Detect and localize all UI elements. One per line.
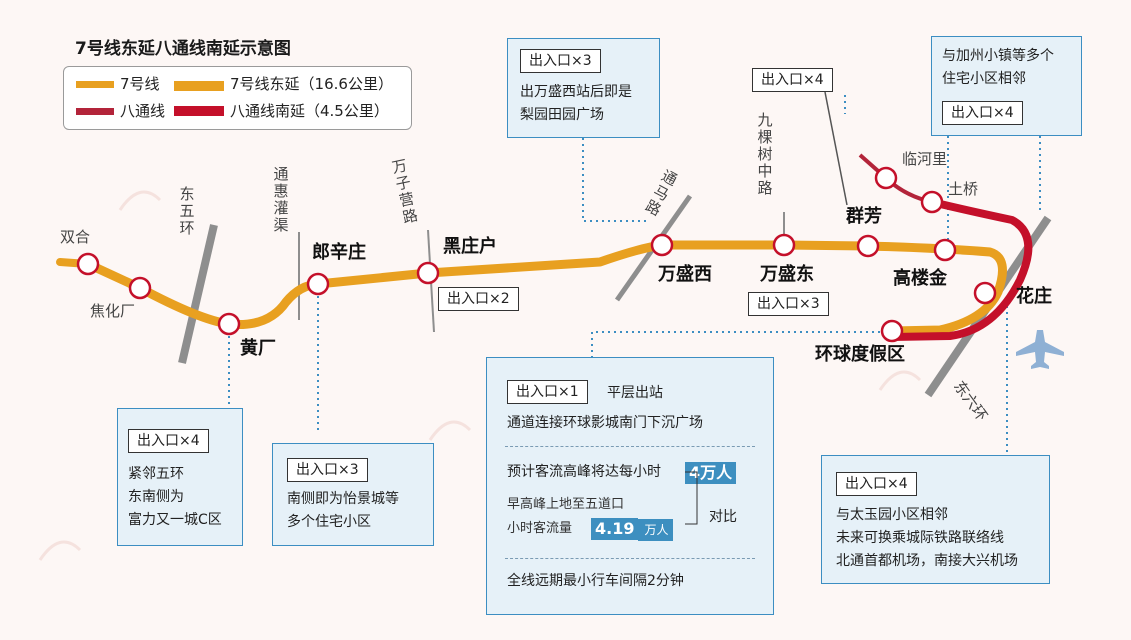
info-text-huanqiu-connection: 通道连接环球影城南门下沉广场 — [507, 415, 703, 431]
station-dot-heizhuanghu — [416, 261, 440, 285]
exit-tag-wanshengdong: 出入口×3 — [748, 292, 829, 316]
separator-1 — [505, 446, 755, 447]
station-dot-qunfang — [856, 234, 880, 258]
station-label-qunfang: 群芳 — [846, 206, 882, 227]
station-dot-jiaohuachang — [128, 276, 152, 300]
station-dot-wanshengdong — [772, 233, 796, 257]
exit-count-langxinzhuang: 出入口×3 — [287, 458, 368, 482]
info-text-langxinzhuang-2: 多个住宅小区 — [287, 514, 371, 530]
map-title: 7号线东延八通线南延示意图 — [75, 39, 291, 59]
legend-label-batong: 八通线 — [120, 102, 166, 120]
station-label-wanshengdong: 万盛东 — [760, 264, 814, 285]
compare-tag: 对比 — [709, 509, 737, 525]
batong-extension — [891, 198, 1033, 341]
exit-count-huanqiu: 出入口×1 — [507, 380, 588, 404]
station-dot-tuqiao — [920, 190, 944, 214]
legend-label-line7-ext: 7号线东延（16.6公里） — [230, 75, 393, 93]
legend-label-batong-ext: 八通线南延（4.5公里） — [230, 102, 389, 120]
station-label-wanshengxi: 万盛西 — [658, 264, 712, 285]
info-text-huangchang-1: 紧邻五环 — [128, 466, 184, 482]
road-label-jiukeshu: 九棵树中路 — [757, 111, 773, 197]
station-dot-huangchang — [217, 312, 241, 336]
compare-label: 早高峰上地至五道口 — [507, 497, 625, 512]
station-dot-shuanghe — [76, 252, 100, 276]
exit-count-huazhuang: 出入口×4 — [836, 472, 917, 496]
road-label-dongwuhuan: 东五环 — [179, 185, 195, 237]
qunfang-leader — [824, 91, 848, 206]
exit-count-gaoloujin: 出入口×4 — [942, 101, 1023, 125]
info-box-huazhuang: 出入口×4 与太玉园小区相邻 未来可换乘城际铁路联络线 北通首都机场，南接大兴机… — [821, 455, 1050, 584]
exit-tag-heizhuanghu: 出入口×2 — [438, 287, 519, 311]
legend-swatch-line7-ext — [174, 81, 224, 91]
info-box-wanshengxi: 出入口×3 出万盛西站后即是 梨园田园广场 — [507, 38, 660, 138]
station-label-heizhuanghu: 黑庄户 — [443, 236, 497, 257]
station-markers — [76, 166, 997, 343]
station-dot-gaoloujin — [933, 238, 957, 262]
exit-count-huangchang: 出入口×4 — [128, 429, 209, 453]
station-label-langxinzhuang: 郎辛庄 — [312, 242, 366, 263]
station-dot-huazhuang — [973, 281, 997, 305]
info-text-gaoloujin-2: 住宅小区相邻 — [942, 71, 1026, 87]
airplane-icon — [1016, 330, 1064, 369]
info-text-huazhuang-2: 未来可换乘城际铁路联络线 — [836, 530, 1004, 546]
compare-unit: 万人 — [638, 519, 673, 541]
station-dot-huanqiu — [880, 319, 904, 343]
compare-value: 4.19 — [591, 518, 639, 540]
road-label-tonghui: 通惠灌渠 — [273, 165, 289, 234]
legend-swatch-batong-ext — [174, 106, 224, 116]
compare-label-2: 小时客流量 — [507, 521, 573, 536]
station-label-gaoloujin: 高楼金 — [893, 268, 947, 289]
exit-tag-qunfang: 出入口×4 — [752, 68, 833, 92]
station-dot-linheli — [874, 166, 898, 190]
station-dot-langxinzhuang — [306, 272, 330, 296]
info-text-huazhuang-1: 与太玉园小区相邻 — [836, 507, 948, 523]
station-label-shuanghe: 双合 — [60, 228, 91, 246]
peak-flow-value: 4万人 — [685, 462, 737, 484]
info-text-huazhuang-3: 北通首都机场，南接大兴机场 — [836, 553, 1018, 569]
exit-note-huanqiu: 平层出站 — [607, 385, 663, 401]
station-label-huazhuang: 花庄 — [1016, 286, 1052, 307]
leader-lines — [228, 95, 1041, 455]
legend-swatch-line7 — [76, 81, 114, 88]
separator-2 — [505, 558, 755, 559]
station-dot-wanshengxi — [650, 233, 674, 257]
station-label-tuqiao: 土桥 — [948, 180, 979, 198]
info-box-gaoloujin: 与加州小镇等多个 住宅小区相邻 出入口×4 — [931, 36, 1082, 136]
legend: 7号线 7号线东延（16.6公里） 八通线 八通线南延（4.5公里） — [63, 66, 412, 130]
compare-bracket — [685, 471, 698, 525]
station-label-jiaohuachang: 焦化厂 — [90, 302, 136, 320]
info-box-huanqiu: 出入口×1 平层出站 通道连接环球影城南门下沉广场 预计客流高峰将达每小时 4万… — [486, 357, 774, 615]
road-dongwuhuan — [178, 224, 218, 364]
legend-label-line7: 7号线 — [120, 75, 160, 93]
info-text-langxinzhuang-1: 南侧即为怡景城等 — [287, 491, 399, 507]
exit-count-wanshengxi: 出入口×3 — [520, 49, 601, 73]
station-label-huanqiu: 环球度假区 — [815, 344, 905, 365]
info-text-wanshengxi-2: 梨园田园广场 — [520, 107, 604, 123]
info-text-interval: 全线远期最小行车间隔2分钟 — [507, 573, 684, 589]
info-box-langxinzhuang: 出入口×3 南侧即为怡景城等 多个住宅小区 — [272, 443, 434, 546]
peak-flow-text: 预计客流高峰将达每小时 — [507, 464, 661, 480]
info-text-huangchang-3: 富力又一城C区 — [128, 512, 222, 528]
info-box-huangchang: 出入口×4 紧邻五环 东南侧为 富力又一城C区 — [117, 408, 243, 546]
legend-swatch-batong — [76, 108, 114, 115]
info-text-huangchang-2: 东南侧为 — [128, 489, 184, 505]
station-label-huangchang: 黄厂 — [240, 338, 276, 359]
info-text-wanshengxi-1: 出万盛西站后即是 — [520, 84, 632, 100]
info-text-gaoloujin-1: 与加州小镇等多个 — [942, 48, 1054, 64]
station-label-linheli: 临河里 — [902, 150, 948, 168]
